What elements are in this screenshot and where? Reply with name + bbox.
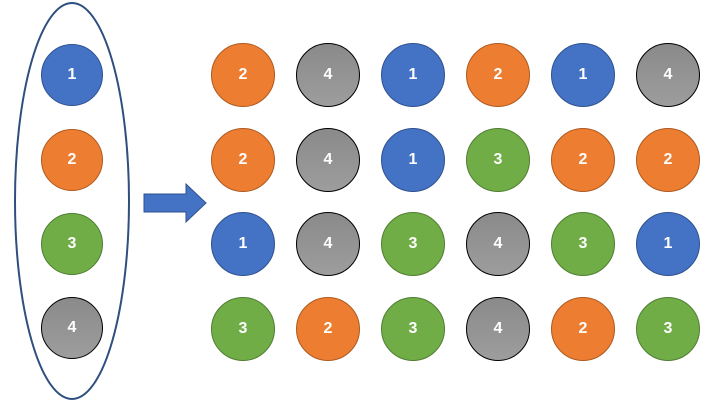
grid-ball: 2 [551, 128, 615, 192]
grid-ball: 4 [466, 212, 530, 276]
grid-ball: 4 [466, 297, 530, 361]
legend-ball-4: 4 [41, 297, 103, 359]
grid-ball: 4 [296, 43, 360, 107]
grid-ball: 2 [551, 297, 615, 361]
grid-ball: 1 [381, 43, 445, 107]
grid-ball: 4 [636, 43, 700, 107]
grid-ball: 3 [466, 128, 530, 192]
grid-ball: 1 [636, 212, 700, 276]
grid-ball: 3 [381, 212, 445, 276]
grid-ball: 1 [551, 43, 615, 107]
grid-ball: 3 [211, 297, 275, 361]
grid-ball: 2 [211, 128, 275, 192]
legend-ball-1: 1 [41, 44, 103, 106]
grid-ball: 3 [636, 297, 700, 361]
grid-ball: 4 [296, 212, 360, 276]
grid-ball: 1 [381, 128, 445, 192]
grid-ball: 3 [381, 297, 445, 361]
grid-ball: 3 [551, 212, 615, 276]
grid-ball: 2 [466, 43, 530, 107]
grid-ball: 2 [636, 128, 700, 192]
grid-ball: 4 [296, 128, 360, 192]
grid-ball: 2 [211, 43, 275, 107]
grid-ball: 1 [211, 212, 275, 276]
legend-ball-2: 2 [41, 129, 103, 191]
legend-ball-3: 3 [41, 213, 103, 275]
grid-ball: 2 [296, 297, 360, 361]
